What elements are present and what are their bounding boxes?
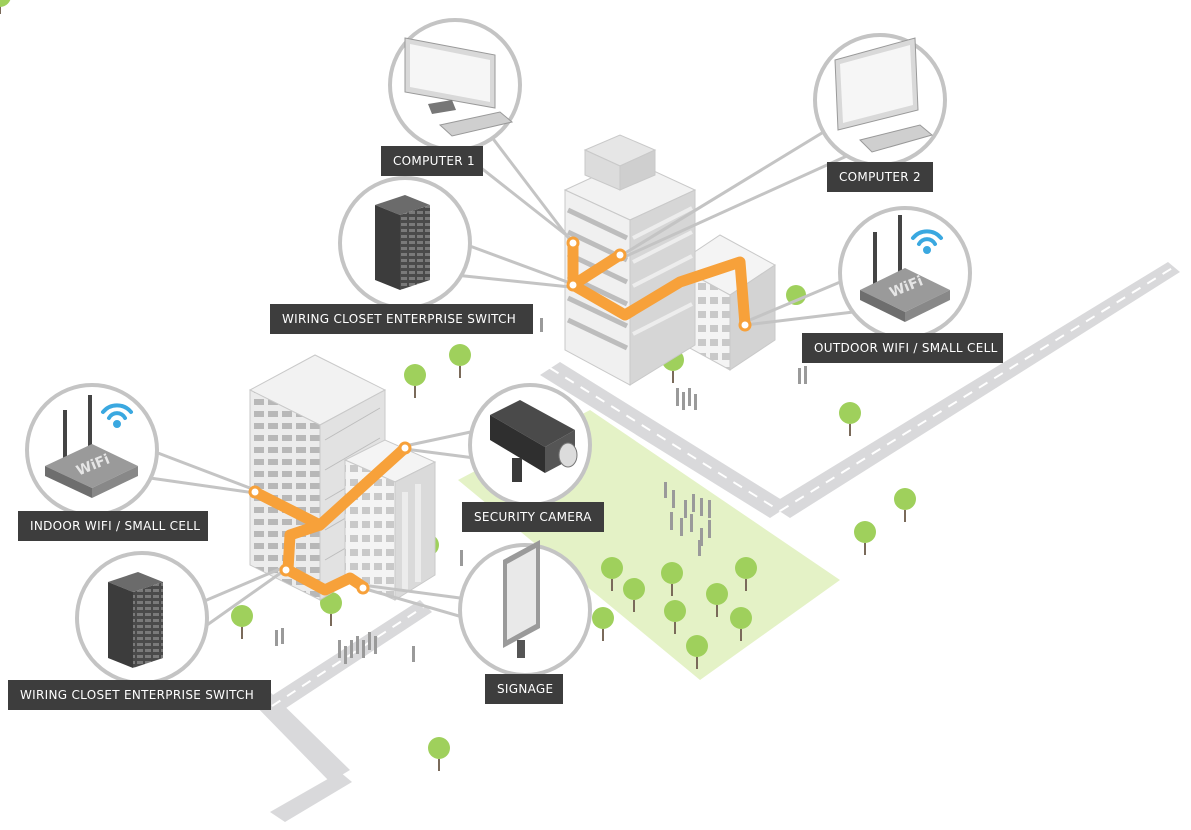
trees: [0, 0, 11, 14]
server-rack-icon: [375, 195, 430, 290]
label-signage: SIGNAGE: [485, 674, 563, 704]
wifi-signal-icon: [101, 403, 133, 428]
computer-icon: [834, 37, 934, 153]
wifi-signal-icon: [911, 229, 943, 254]
security-camera-icon: [490, 400, 578, 482]
callout-switch-bottom: [75, 551, 209, 685]
label-outdoor-wifi: OUTDOOR WIFI / SMALL CELL: [802, 333, 1003, 363]
label-wiring-closet-switch-top: WIRING CLOSET ENTERPRISE SWITCH: [270, 304, 533, 334]
label-wiring-closet-switch-bottom: WIRING CLOSET ENTERPRISE SWITCH: [8, 680, 271, 710]
pedestrians: [275, 318, 807, 664]
wifi-router-icon: WiFi: [45, 395, 138, 498]
link-endpoints: [248, 236, 752, 595]
label-computer-2: COMPUTER 2: [827, 162, 933, 192]
label-security-camera: SECURITY CAMERA: [462, 502, 604, 532]
callout-signage: [458, 540, 592, 677]
callout-computer-2: [813, 33, 947, 167]
wifi-router-icon: WiFi: [860, 215, 950, 322]
signage-icon: [503, 540, 540, 658]
callout-outdoor-wifi: WiFi: [838, 206, 972, 340]
label-indoor-wifi: INDOOR WIFI / SMALL CELL: [18, 511, 208, 541]
network-links: [252, 245, 751, 596]
bottom-office-building: [248, 354, 437, 601]
server-rack-icon: [108, 572, 163, 668]
computer-icon: [404, 37, 514, 137]
label-computer-1: COMPUTER 1: [381, 146, 483, 176]
callout-computer-1: [388, 18, 522, 152]
callout-security-camera: [468, 383, 592, 507]
callout-indoor-wifi: WiFi: [25, 383, 159, 517]
callout-switch-top: [338, 176, 472, 310]
callout-leaders: [149, 114, 871, 632]
